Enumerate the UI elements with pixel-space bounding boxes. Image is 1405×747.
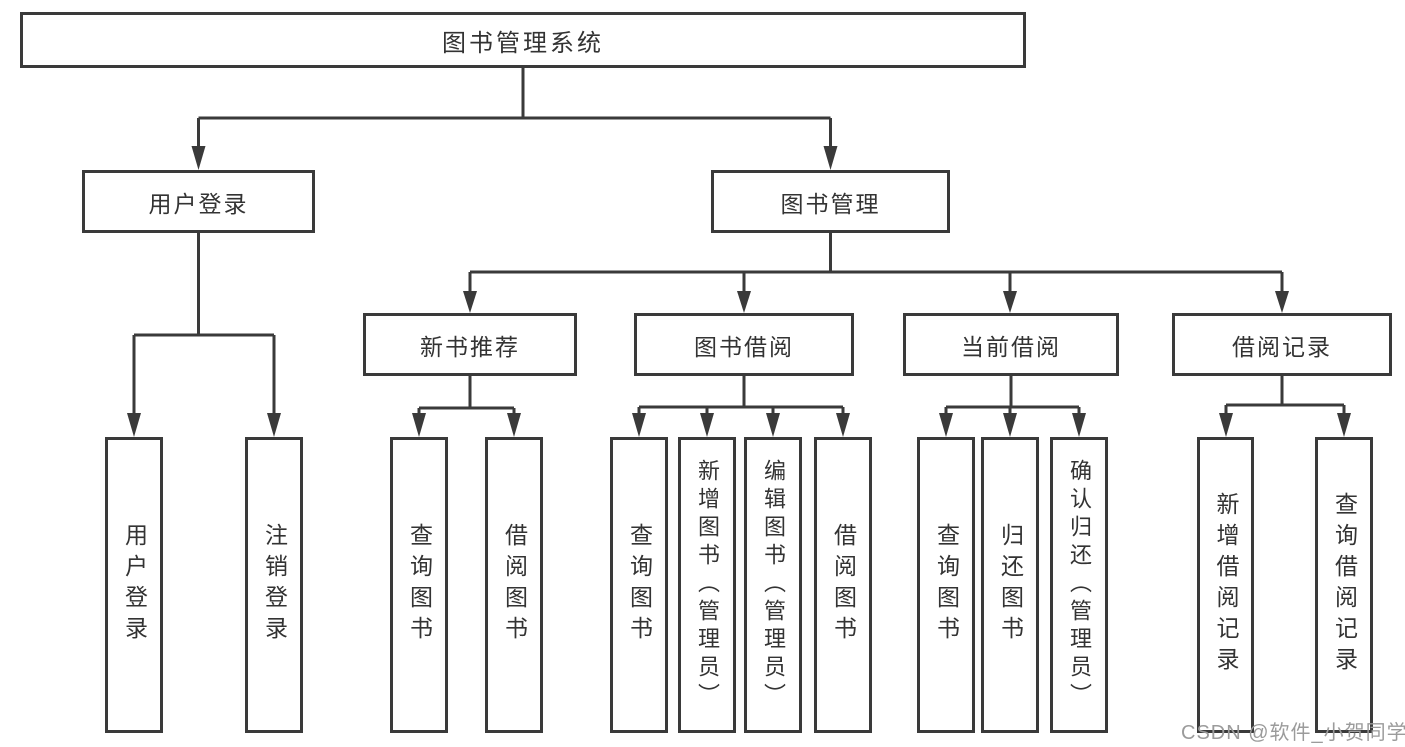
leaf-borrowing-query-books: 查询图书	[610, 437, 668, 733]
leaf-user-login: 用户登录	[105, 437, 163, 733]
node-library-management-system: 图书管理系统	[20, 12, 1026, 68]
node-new-book-recommendation: 新书推荐	[363, 313, 577, 376]
leaf-records-add-record: 新增借阅记录	[1197, 437, 1254, 733]
leaf-newbook-query-books: 查询图书	[390, 437, 448, 733]
leaf-borrowing-borrow-books: 借阅图书	[814, 437, 872, 733]
node-borrowing-records: 借阅记录	[1172, 313, 1392, 376]
leaf-borrowing-add-books-admin: 新增图书（管理员）	[678, 437, 736, 733]
node-user-login: 用户登录	[82, 170, 315, 233]
node-current-borrowing: 当前借阅	[903, 313, 1119, 376]
node-book-borrowing: 图书借阅	[634, 313, 854, 376]
leaf-current-return-books: 归还图书	[981, 437, 1039, 733]
leaf-records-query-record: 查询借阅记录	[1315, 437, 1373, 733]
leaf-borrowing-edit-books-admin: 编辑图书（管理员）	[744, 437, 802, 733]
leaf-logout-login: 注销登录	[245, 437, 303, 733]
watermark-csdn: CSDN @软件_小贺同学	[1181, 722, 1405, 744]
arrowheads	[127, 146, 1351, 437]
leaf-newbook-borrow-books: 借阅图书	[485, 437, 543, 733]
leaf-current-confirm-return-admin: 确认归还（管理员）	[1050, 437, 1108, 733]
node-book-management: 图书管理	[711, 170, 950, 233]
leaf-current-query-books: 查询图书	[917, 437, 975, 733]
